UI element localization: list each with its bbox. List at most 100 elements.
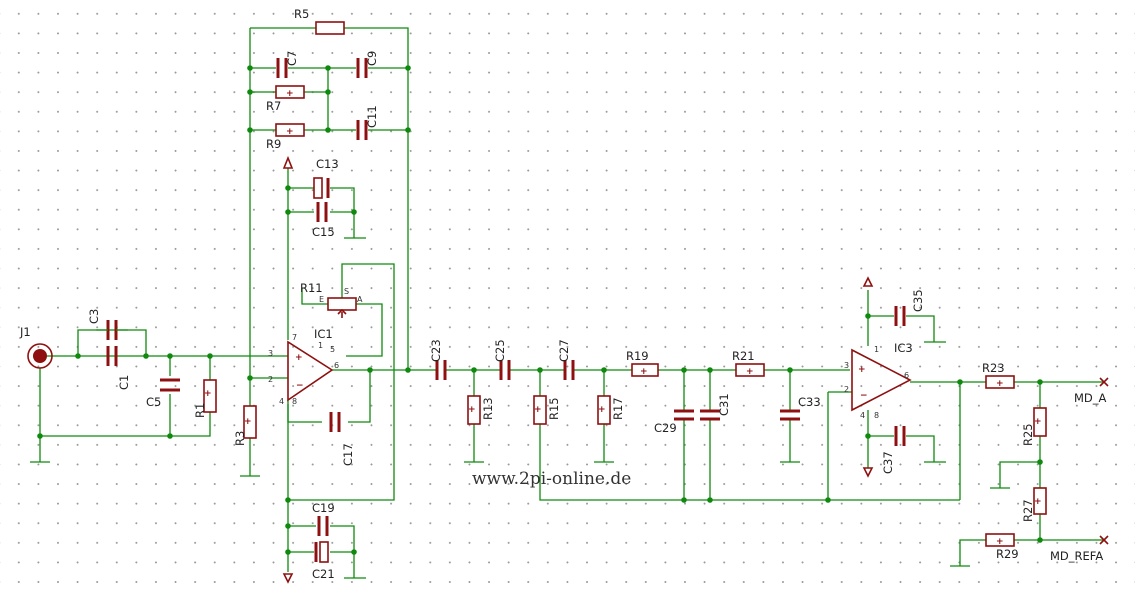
svg-text:C21: C21 (312, 567, 335, 581)
website-url: www.2pi-online.de (472, 469, 631, 489)
svg-text:C19: C19 (312, 501, 335, 515)
ground-symbols (30, 237, 1010, 579)
capacitor-c11: C11 (356, 105, 379, 140)
svg-text:7: 7 (292, 333, 297, 342)
capacitor-c7: C7 (276, 51, 299, 78)
resistor-r17: + R17 (597, 395, 625, 425)
wires (39, 27, 1104, 578)
svg-text:R5: R5 (294, 7, 309, 21)
capacitor-c9: C9 (356, 51, 379, 78)
resistor-r3: + R3 (233, 405, 257, 446)
svg-text:R3: R3 (233, 431, 247, 446)
svg-text:8: 8 (292, 397, 297, 406)
svg-text:C23: C23 (429, 339, 443, 362)
resistor-r29: + R29 (985, 533, 1019, 561)
potentiometer-r11: R11 E S A (300, 281, 363, 318)
svg-text:+: + (996, 379, 1004, 389)
svg-text:−: − (860, 391, 868, 401)
svg-text:R25: R25 (1021, 423, 1035, 446)
svg-text:6: 6 (904, 371, 909, 380)
capacitor-c31: C31 (700, 393, 731, 421)
capacitor-c21: C21 (312, 541, 335, 581)
capacitor-c35: C35 (894, 289, 925, 326)
opamp-ic1: + − IC1 3 2 7 4 8 1 5 6 (268, 327, 339, 406)
resistor-r1: + R1 (193, 379, 217, 418)
svg-text:R13: R13 (481, 397, 495, 420)
svg-text:+: + (534, 405, 542, 415)
svg-text:C15: C15 (312, 225, 335, 239)
svg-text:C11: C11 (365, 105, 379, 128)
svg-text:C35: C35 (911, 289, 925, 312)
opamp-ic3: + − IC3 3 2 1 4 8 6 (844, 341, 913, 420)
svg-text:C1: C1 (117, 375, 131, 390)
svg-text:R27: R27 (1021, 499, 1035, 522)
svg-text:S: S (344, 287, 349, 296)
svg-text:R29: R29 (996, 547, 1019, 561)
capacitor-c23: C23 (429, 339, 447, 380)
svg-text:R9: R9 (266, 137, 281, 151)
jack-j1: J1 (19, 325, 53, 369)
svg-text:+: + (746, 367, 754, 377)
resistor-r13: + R13 (467, 395, 495, 425)
svg-text:R23: R23 (982, 361, 1005, 375)
net-md-refa: MD_REFA (1050, 535, 1109, 563)
svg-text:+: + (1034, 497, 1042, 507)
svg-text:R15: R15 (547, 397, 561, 420)
svg-text:R11: R11 (300, 281, 323, 295)
svg-text:C5: C5 (146, 395, 161, 409)
svg-text:2: 2 (844, 385, 849, 394)
svg-text:8: 8 (874, 411, 879, 420)
resistor-r21: + R21 (732, 349, 765, 377)
svg-text:C17: C17 (341, 443, 355, 466)
supply-arrow-icons (282, 155, 874, 584)
capacitor-c17: C17 (329, 412, 355, 466)
svg-text:C3: C3 (87, 309, 101, 324)
svg-text:+: + (598, 405, 606, 415)
svg-text:3: 3 (844, 361, 849, 370)
svg-text:C29: C29 (654, 421, 677, 435)
svg-text:+: + (244, 417, 252, 427)
junction-dots (37, 65, 1043, 555)
svg-text:MD_REFA: MD_REFA (1050, 549, 1103, 563)
svg-text:+: + (286, 127, 294, 137)
svg-text:IC1: IC1 (314, 327, 333, 341)
capacitor-c3: C3 (87, 309, 128, 340)
capacitor-c15: C15 (312, 202, 335, 239)
svg-text:2: 2 (268, 375, 273, 384)
svg-text:C31: C31 (717, 393, 731, 416)
svg-text:R17: R17 (611, 397, 625, 420)
capacitor-c33: C33 (780, 395, 821, 421)
svg-text:C25: C25 (493, 339, 507, 362)
svg-text:R1: R1 (193, 403, 207, 418)
svg-text:4: 4 (279, 397, 284, 406)
resistor-r25: + R25 (1021, 407, 1047, 446)
svg-text:C33: C33 (798, 395, 821, 409)
svg-text:E: E (319, 295, 324, 304)
svg-text:+: + (286, 89, 294, 99)
resistor-r19: + R19 (626, 349, 659, 377)
capacitor-c27: C27 (557, 339, 575, 380)
svg-text:C37: C37 (881, 451, 895, 474)
resistor-r5: R5 (294, 7, 345, 35)
svg-text:5: 5 (330, 345, 335, 354)
svg-text:R7: R7 (266, 99, 281, 113)
svg-text:−: − (296, 381, 304, 391)
svg-text:R19: R19 (626, 349, 649, 363)
resistor-r23: + R23 (982, 361, 1015, 389)
svg-text:MD_A: MD_A (1074, 391, 1107, 405)
svg-text:+: + (468, 405, 476, 415)
resistor-r7: + R7 (266, 85, 305, 113)
capacitor-c1: C1 (106, 346, 131, 390)
capacitor-c29: C29 (654, 409, 694, 435)
svg-text:+: + (858, 365, 866, 375)
svg-text:C9: C9 (365, 51, 379, 66)
net-md-a: MD_A (1074, 377, 1109, 405)
svg-text:+: + (204, 389, 212, 399)
svg-text:+: + (640, 367, 648, 377)
svg-text:C13: C13 (316, 157, 339, 171)
resistor-r9: + R9 (266, 123, 305, 151)
label-j1: J1 (19, 325, 31, 339)
svg-text:C27: C27 (557, 339, 571, 362)
